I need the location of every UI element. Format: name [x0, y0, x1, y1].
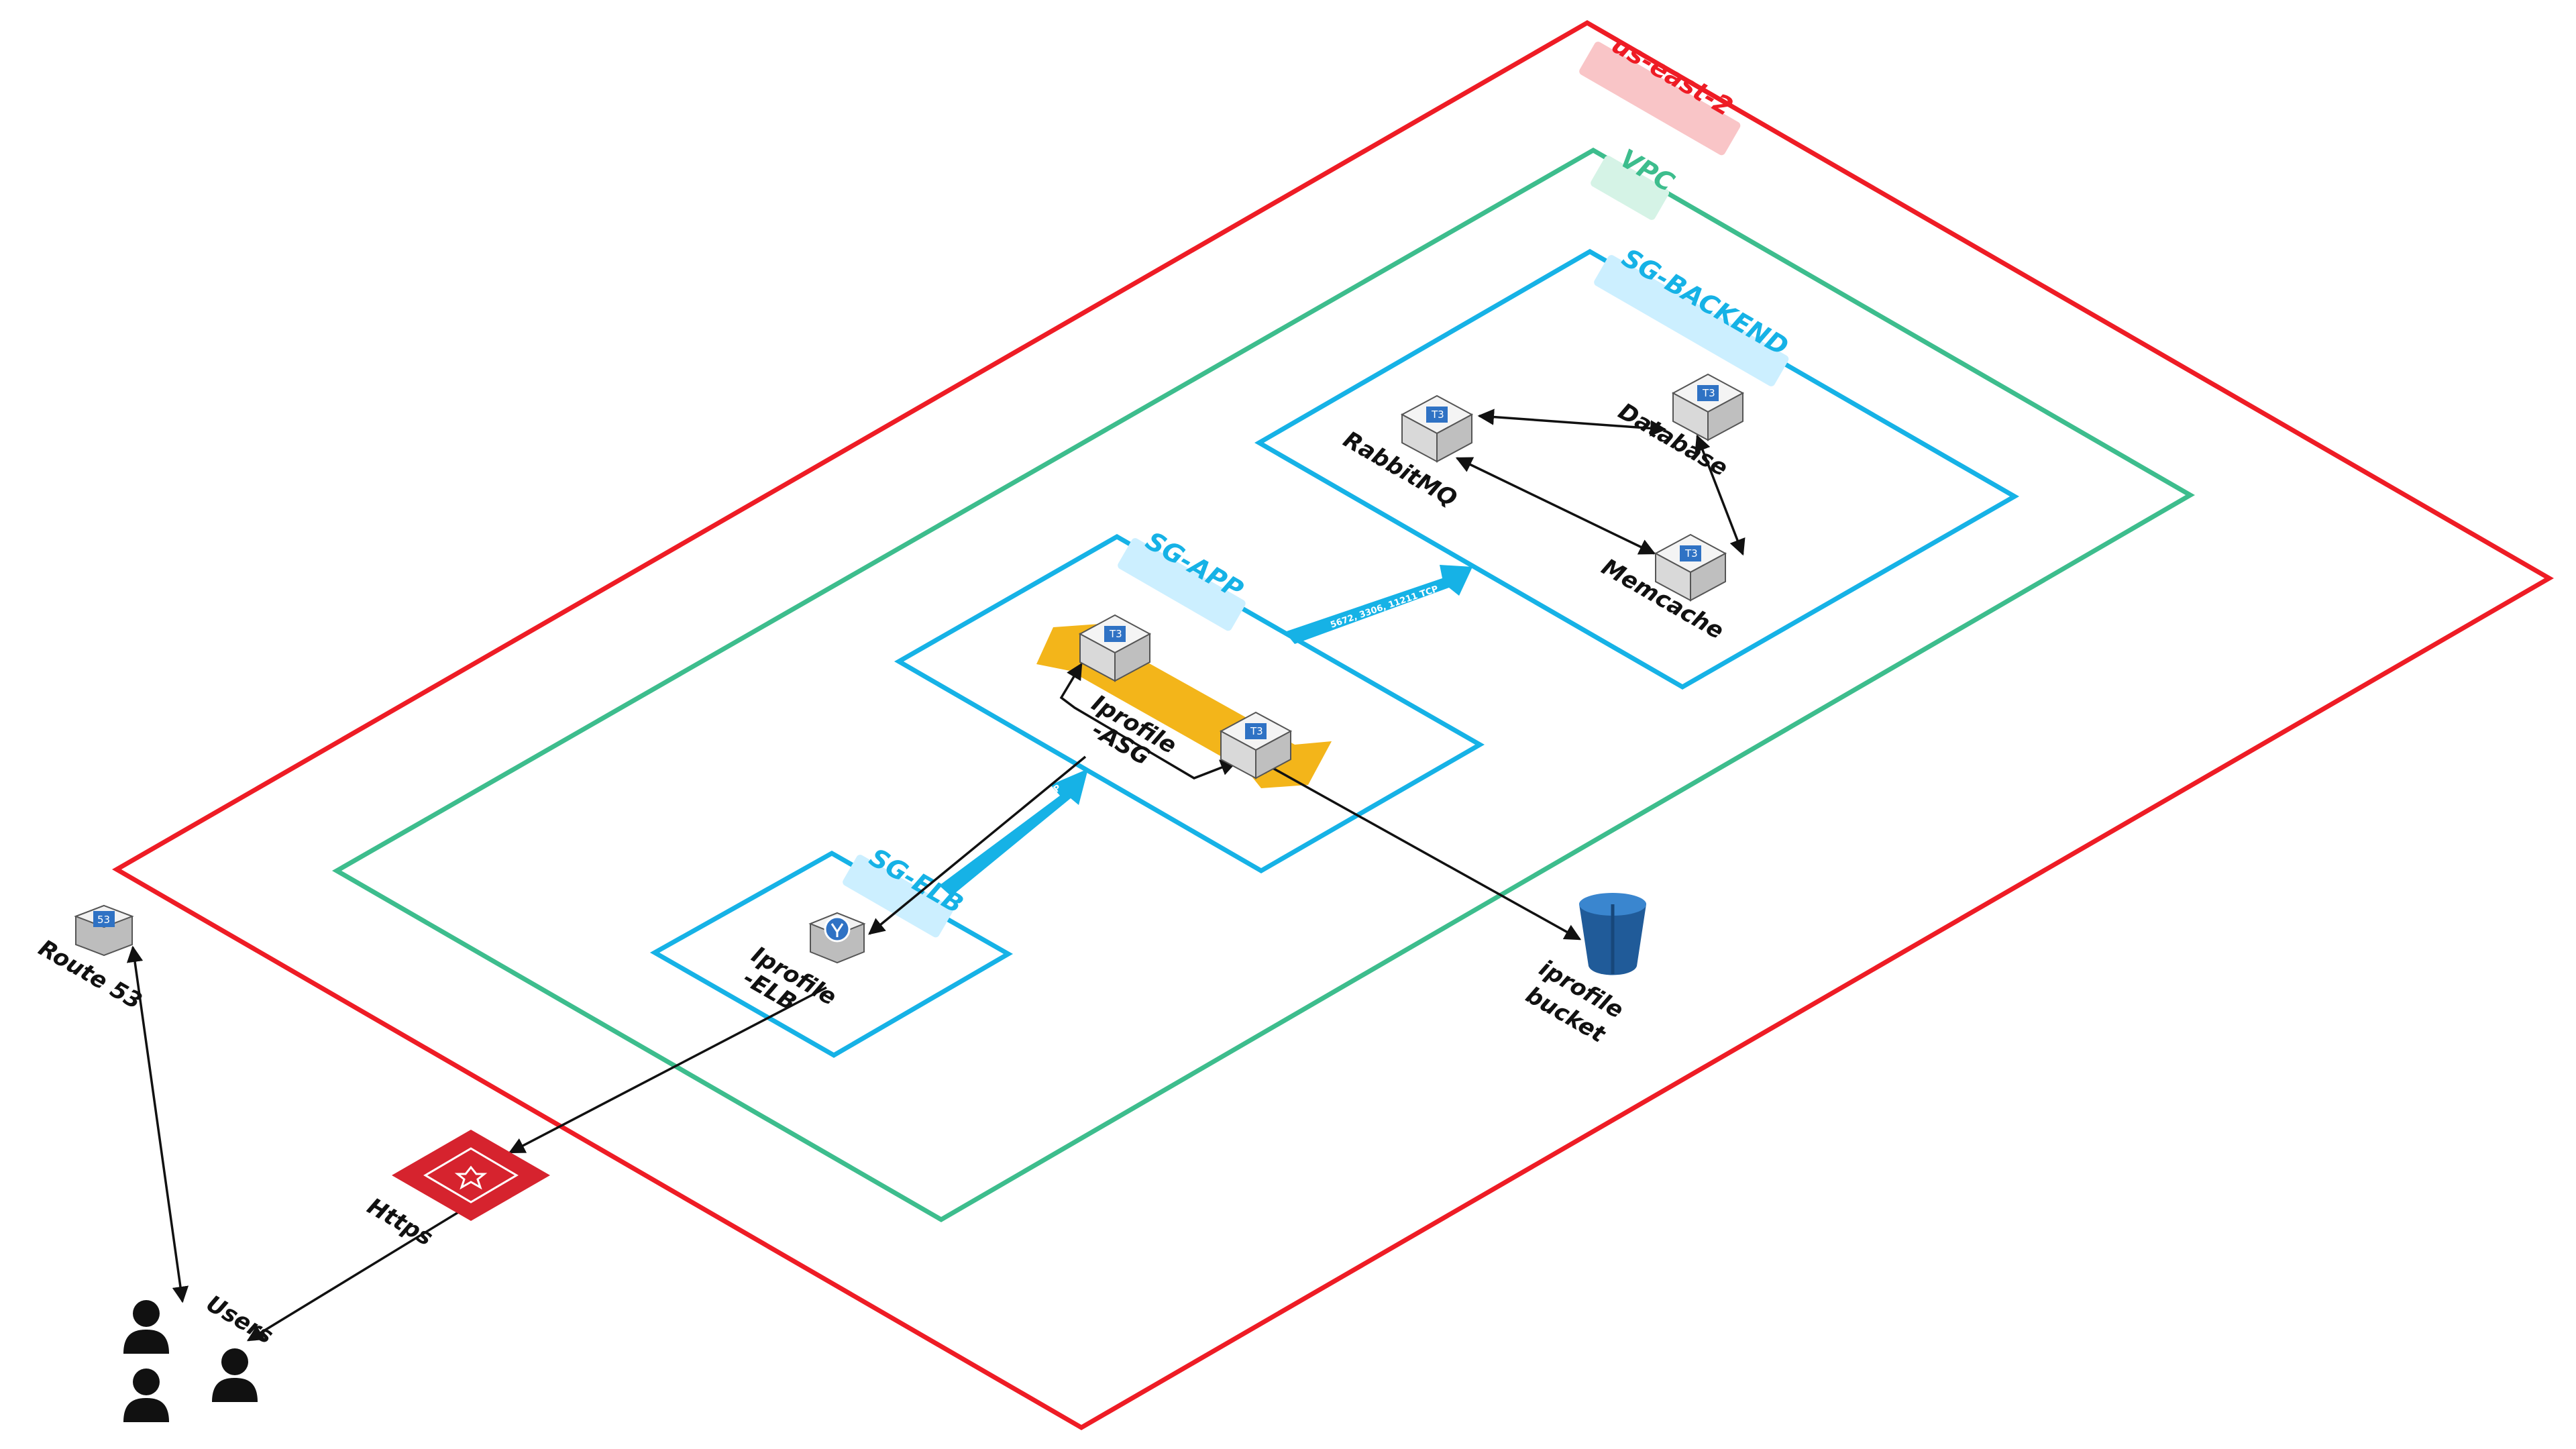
app-instance-1[interactable]: T3 [1079, 614, 1150, 682]
app-to-backend-flow-label: 5672, 3306, 11211 TCP [1329, 584, 1440, 631]
svg-text:53: 53 [97, 914, 110, 926]
vpc-label-bg [1591, 156, 1670, 220]
svg-text:T3: T3 [1684, 547, 1698, 559]
load-balancer-icon [824, 916, 851, 943]
app-instance-2[interactable]: T3 [1220, 712, 1291, 779]
svg-text:T3: T3 [1250, 725, 1263, 737]
sg-backend-label-bg [1594, 255, 1789, 386]
users-label: Users [202, 1290, 278, 1350]
asg-elb-link [868, 755, 1087, 935]
https-label: Https [363, 1193, 437, 1251]
route53-icon [93, 911, 115, 927]
asg-scaling-link [1059, 662, 1238, 780]
svg-text:T3: T3 [1702, 387, 1715, 399]
route53-node[interactable]: 53 [74, 904, 134, 957]
elb-to-app-flow: 8080 TCP [939, 769, 1088, 896]
rabbitmq-database-link [1477, 409, 1667, 437]
svg-text:T3: T3 [1109, 628, 1122, 640]
svg-text:T3: T3 [1431, 409, 1444, 421]
sg-elb-boundary [649, 850, 1014, 1059]
user-icon [123, 1300, 169, 1354]
user-icon [123, 1368, 169, 1422]
app-to-backend-flow: 5672, 3306, 11211 TCP [1285, 565, 1472, 644]
sg-backend-boundary [1254, 248, 2020, 690]
region-boundary [111, 19, 2554, 1431]
route53-users-link [126, 945, 189, 1303]
sg-app-label-bg [1118, 538, 1246, 631]
database-memcache-link [1695, 434, 1746, 556]
bucket-app-link [1255, 758, 1582, 941]
elb-https-link [508, 986, 827, 1154]
certificate-icon [392, 1130, 550, 1221]
region-label-bg [1579, 42, 1741, 156]
https-node[interactable] [392, 1130, 550, 1221]
https-users-link [246, 1201, 477, 1342]
database-instance[interactable]: T3 [1672, 374, 1743, 441]
sg-elb-label-bg [843, 855, 953, 938]
rabbitmq-instance[interactable]: T3 [1401, 395, 1472, 462]
user-icon [212, 1348, 258, 1402]
s3-bucket-node[interactable] [1579, 893, 1646, 975]
memcache-instance[interactable]: T3 [1655, 534, 1726, 601]
elb-node[interactable] [808, 912, 866, 964]
rabbitmq-memcache-link [1455, 457, 1656, 555]
vpc-boundary [331, 147, 2195, 1223]
